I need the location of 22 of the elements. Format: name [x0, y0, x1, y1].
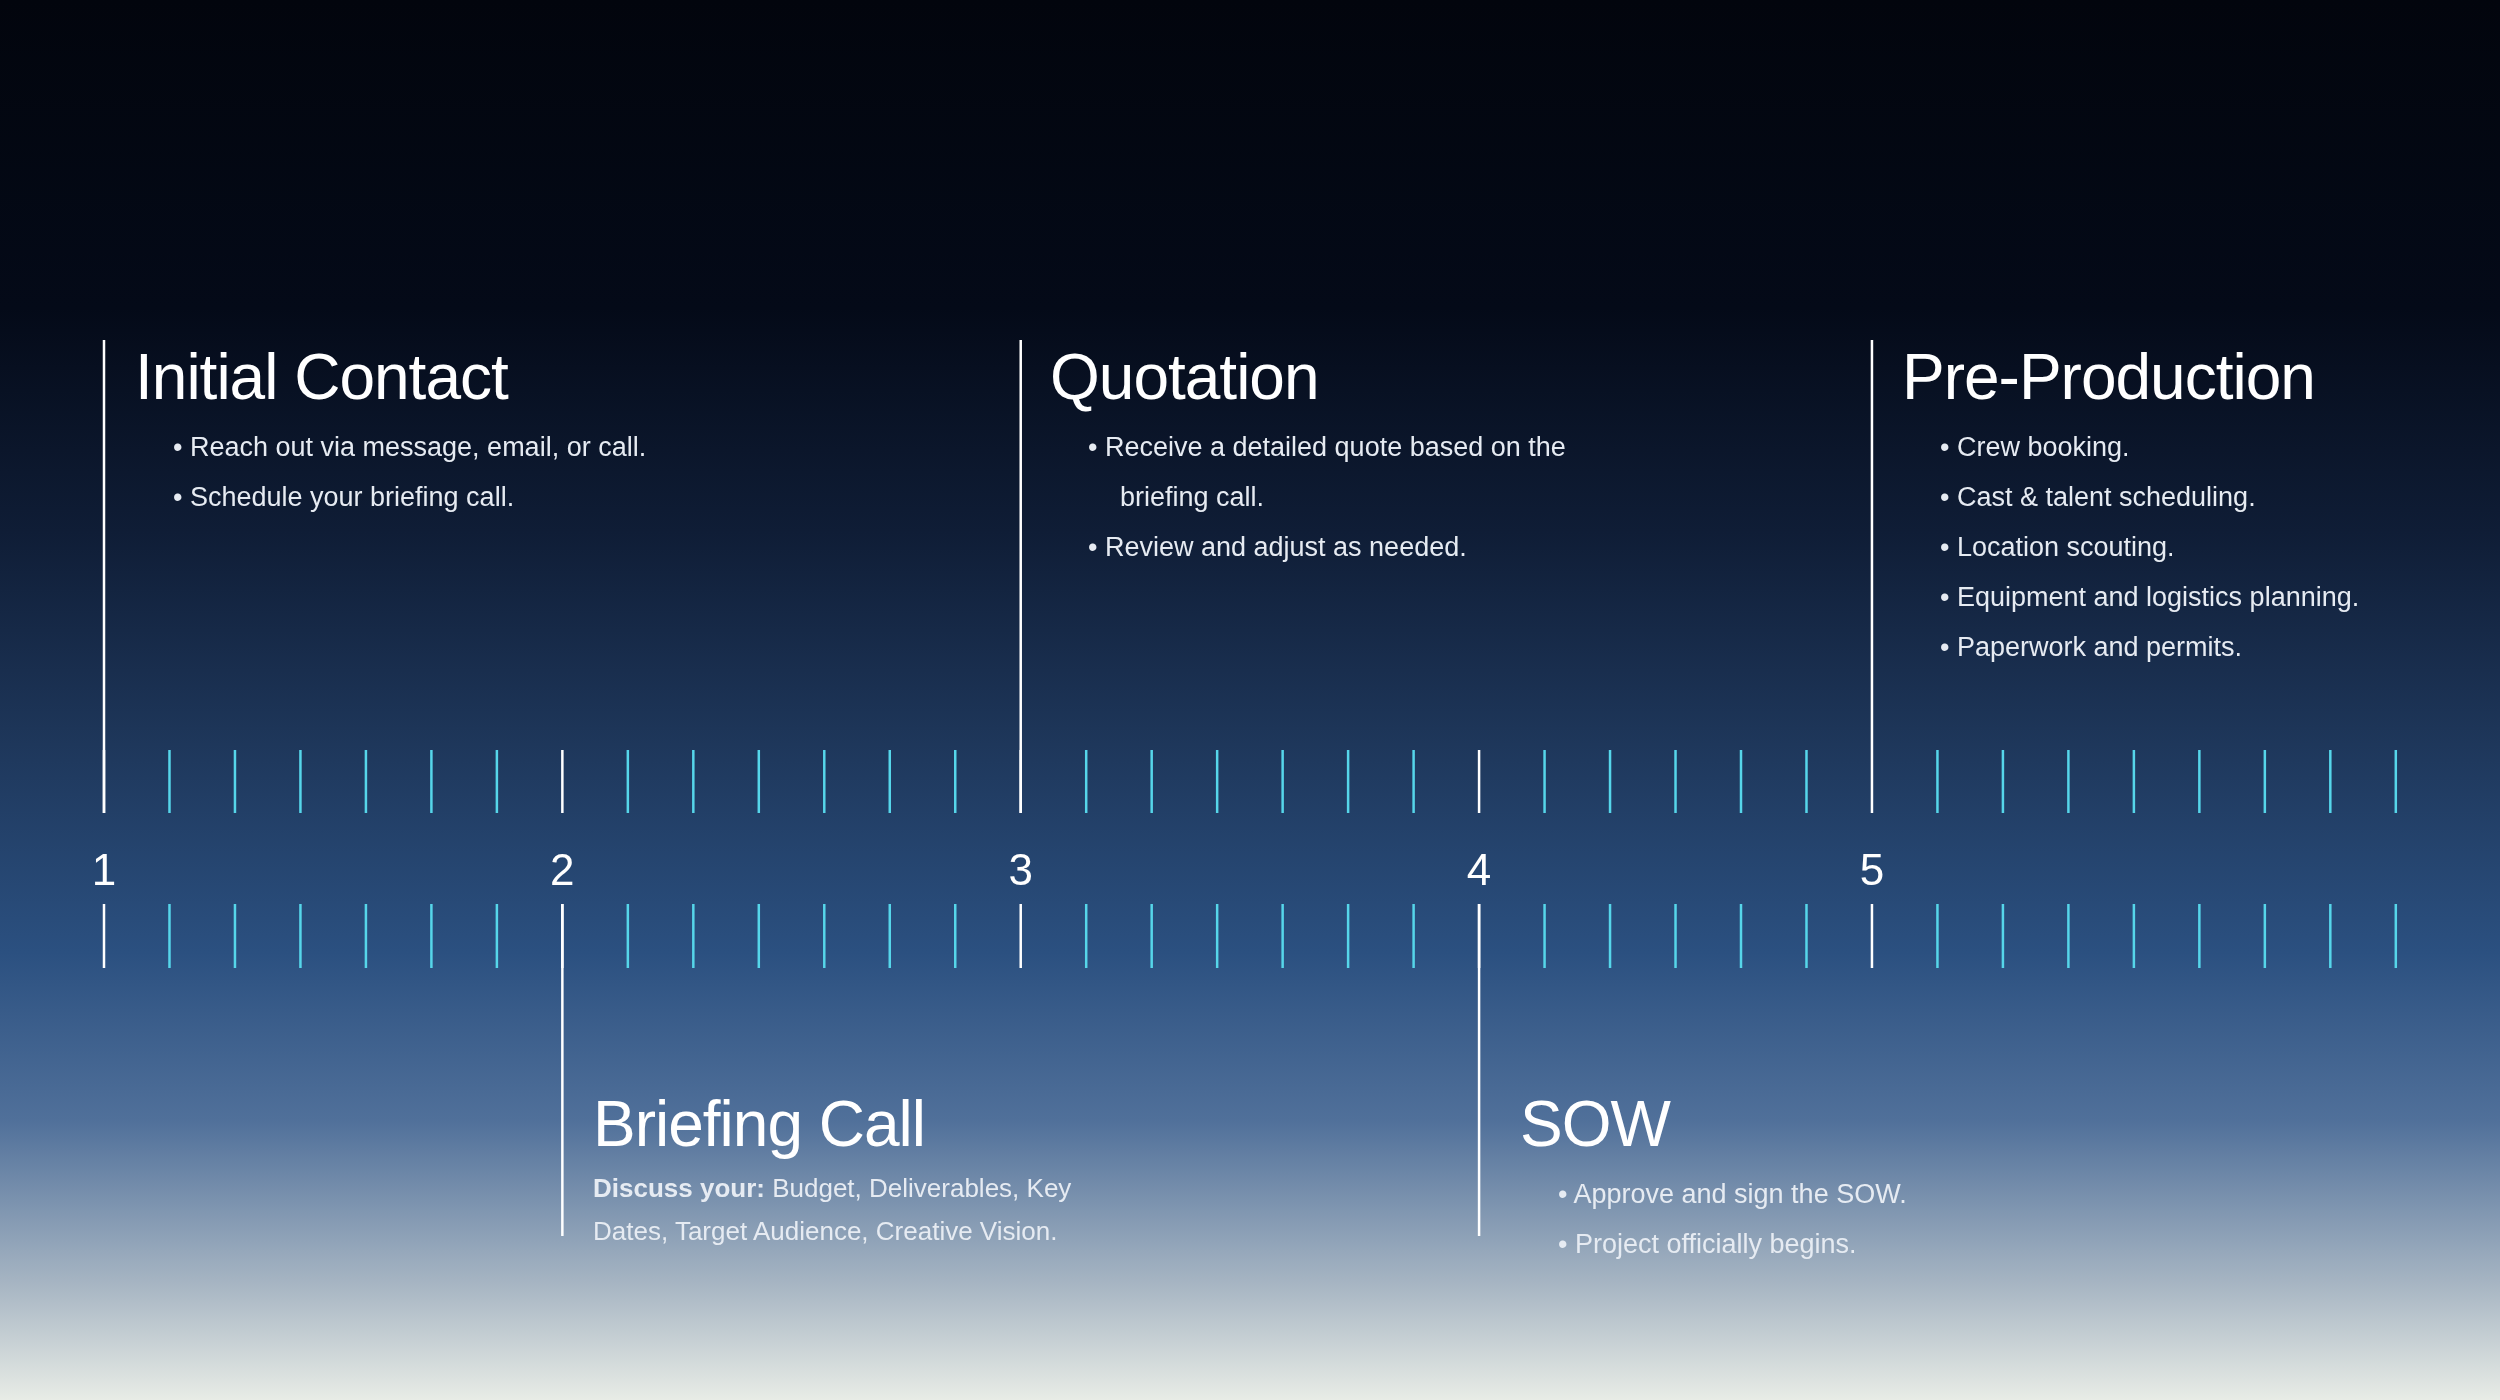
stage-heading: Briefing Call	[593, 1087, 926, 1162]
bullet-item: • Project officially begins.	[1558, 1228, 1858, 1261]
stage-heading: Quotation	[1050, 340, 1319, 415]
stage-heading: Initial Contact	[135, 340, 508, 415]
bullet-item: • Reach out via message, email, or call.	[173, 431, 648, 464]
bullet-item: • Location scouting.	[1940, 531, 2176, 564]
step-number: 5	[1859, 845, 1885, 895]
step-number: 4	[1466, 845, 1492, 895]
bullet-item: • Equipment and logistics planning.	[1940, 581, 2361, 614]
bullet-item: • Schedule your briefing call.	[173, 481, 516, 514]
stage-heading: Pre-Production	[1902, 340, 2315, 415]
step-number: 2	[550, 845, 575, 895]
bullet-item: • Crew booking.	[1940, 431, 2131, 464]
step-number: 1	[91, 845, 117, 895]
step-number: 3	[1008, 845, 1033, 895]
bullet-item: • Review and adjust as needed.	[1088, 531, 1468, 564]
bullet-item: • Receive a detailed quote based on the briefing call.	[1088, 431, 1567, 514]
stage-description: Discuss your: Budget, Deliverables, Key Dates, Target Audience, Creative Vision.	[593, 1172, 1073, 1248]
stage-heading: SOW	[1520, 1087, 1670, 1162]
bullet-item: • Approve and sign the SOW.	[1558, 1178, 1908, 1211]
bullet-item: • Cast & talent scheduling.	[1940, 481, 2257, 514]
bullet-item: • Paperwork and permits.	[1940, 631, 2244, 664]
